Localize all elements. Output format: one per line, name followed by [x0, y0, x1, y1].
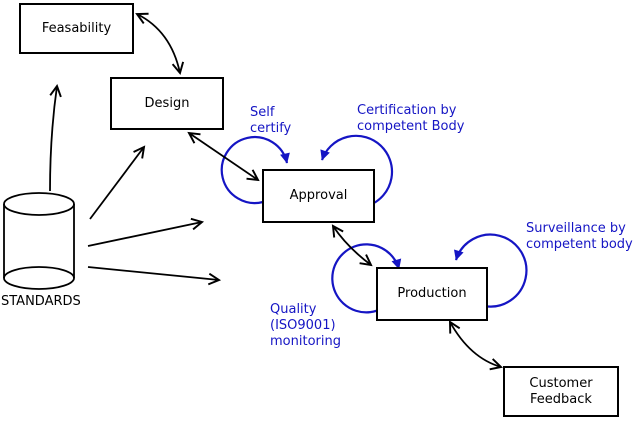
node-production-label: Production: [397, 286, 467, 301]
node-customer-feedback-label-line2: Feedback: [530, 391, 592, 407]
annotation-certification-line1: Certification by: [357, 103, 457, 118]
node-design-label: Design: [144, 95, 190, 111]
annotation-surveillance: Surveillance by competent body: [526, 221, 633, 253]
annotation-quality-monitoring: Quality (ISO9001) monitoring: [270, 302, 341, 350]
annotation-quality-line1: Quality: [270, 302, 317, 317]
node-feasability-label: Feasability: [41, 20, 112, 36]
annotation-self-certify-line1: Self: [250, 105, 275, 120]
node-customer-feedback-label-line1: Customer: [529, 375, 593, 391]
edge-standards-feasability: [49, 83, 62, 192]
node-customer-feedback: Customer Feedback: [503, 366, 619, 417]
edge-standards-design: [89, 145, 146, 220]
annotation-surveillance-line2: competent body: [526, 237, 633, 252]
cylinder-top-ellipse: [3, 192, 75, 216]
annotation-certification-line2: competent Body: [357, 119, 465, 134]
annotation-quality-line3: monitoring: [270, 334, 341, 349]
node-approval: Approval: [262, 169, 375, 223]
node-design: Design: [110, 77, 224, 130]
edge-standards-approval: [87, 217, 205, 247]
edge-approval-production: [331, 224, 373, 267]
annotation-quality-line2: (ISO9001): [270, 318, 336, 333]
standards-label: STANDARDS: [1, 294, 81, 309]
edge-feasability-design: [135, 12, 185, 76]
cylinder-bottom-ellipse: [3, 266, 75, 290]
node-feasability: Feasability: [19, 3, 134, 54]
annotation-self-certify-line2: certify: [250, 121, 292, 136]
edge-standards-production: [87, 266, 222, 286]
loop-certification-competent-body: [320, 134, 394, 207]
edge-design-approval: [187, 131, 260, 182]
standards-cylinder: [3, 192, 75, 290]
node-approval-label: Approval: [289, 188, 348, 203]
node-production: Production: [376, 267, 488, 321]
annotation-certification: Certification by competent Body: [357, 103, 464, 135]
edge-production-customer-feedback: [448, 320, 503, 371]
annotation-self-certify: Self certify: [250, 105, 291, 137]
annotation-surveillance-line1: Surveillance by: [526, 221, 626, 236]
loop-surveillance-competent-body: [454, 233, 528, 308]
